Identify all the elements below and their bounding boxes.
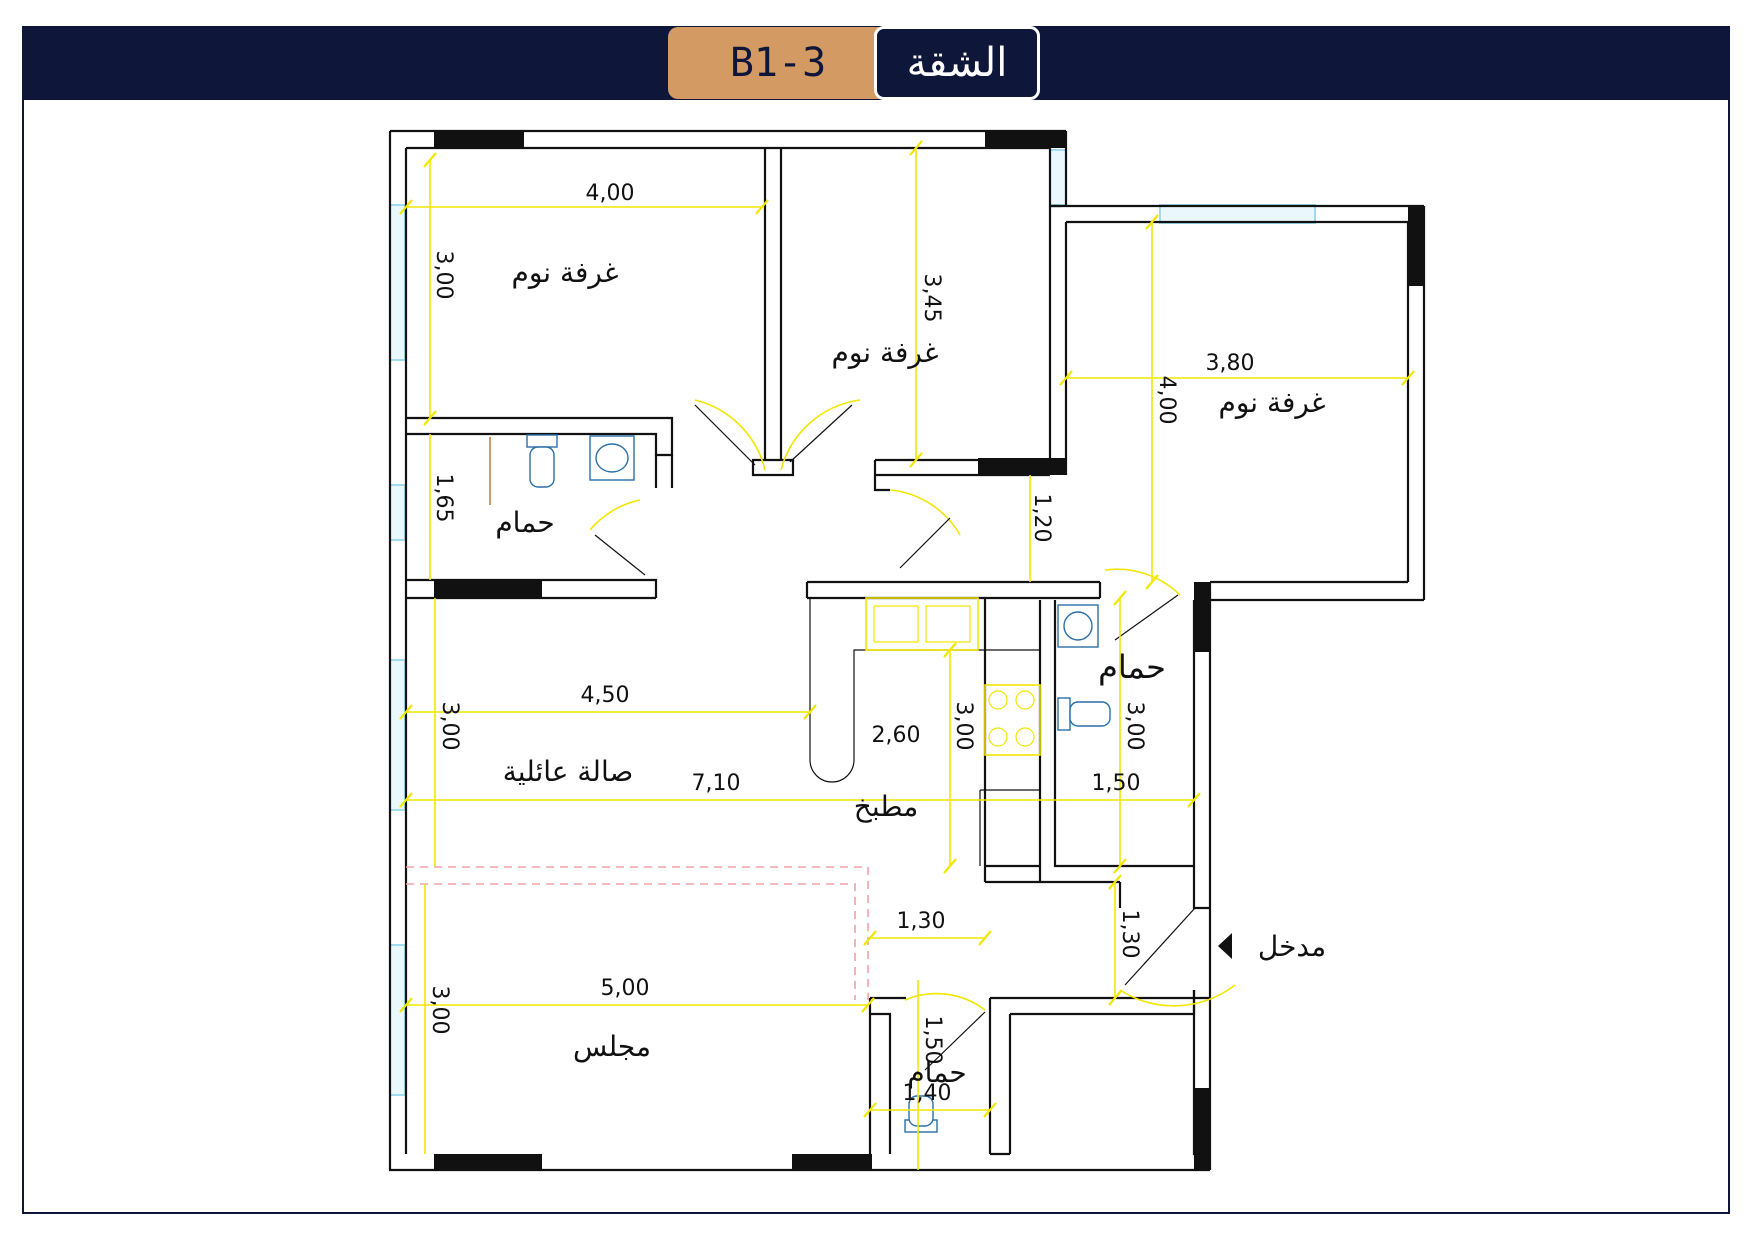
dim-bath2-width: 1,50 <box>1092 771 1141 796</box>
kitchen-fixtures <box>809 597 1041 866</box>
dim-kitchen-width: 2,60 <box>872 723 921 748</box>
room-label-bathroom-3: حمام <box>907 1056 966 1089</box>
room-label-bedroom-1: غرفة نوم <box>512 256 619 289</box>
room-labels: غرفة نوم غرفة نوم غرفة نوم حمام حمام صال… <box>495 256 1326 1089</box>
dimension-ticks <box>399 140 1415 1118</box>
sink-icon <box>589 435 635 481</box>
unit-code-badge: B1-3 <box>668 27 888 99</box>
dim-hall-width: 4,50 <box>581 683 630 708</box>
room-label-kitchen: مطبخ <box>854 790 919 823</box>
majlis-dashed-outline <box>406 866 869 1000</box>
room-label-family-hall: صالة عائلية <box>503 755 634 788</box>
room-label-majlis: مجلس <box>573 1030 651 1063</box>
dim-bed1-height: 3,00 <box>431 251 456 300</box>
room-label-bedroom-3: غرفة نوم <box>1219 386 1326 419</box>
dim-majlis-width: 5,00 <box>601 976 650 1001</box>
dim-bath3-height: 1,50 <box>920 1016 945 1065</box>
dim-bed2-height: 3,45 <box>919 274 944 323</box>
solid-walls <box>434 131 1424 1170</box>
dim-hall-height: 3,00 <box>437 702 462 751</box>
dimension-lines <box>406 148 1408 1170</box>
dim-entrance-height: 1,30 <box>1117 910 1142 959</box>
room-label-bathroom-1: حمام <box>495 506 554 539</box>
dim-bath2-height: 3,00 <box>1122 702 1147 751</box>
dimension-labels: 4,00 3,00 3,45 3,80 4,00 1,65 1,20 4,50 … <box>427 181 1254 1106</box>
dim-bed3-height: 4,00 <box>1154 376 1179 425</box>
room-label-bathroom-2: حمام <box>1098 648 1166 686</box>
dim-corridor-height: 1,20 <box>1029 494 1054 543</box>
bath-fixtures <box>526 434 1111 1133</box>
dim-total-width: 7,10 <box>692 771 741 796</box>
room-label-bedroom-2: غرفة نوم <box>832 336 939 369</box>
stove-icon <box>988 690 1008 710</box>
doors <box>589 399 1236 1071</box>
dim-bed1-width: 4,00 <box>586 181 635 206</box>
dim-passage-width: 1,30 <box>897 909 946 934</box>
unit-label-badge: الشقة <box>874 26 1040 100</box>
toilet-icon <box>526 434 558 488</box>
entrance-arrow-icon <box>1218 933 1232 959</box>
dim-bath3-width: 1,40 <box>903 1081 952 1106</box>
room-label-entrance: مدخل <box>1258 930 1326 963</box>
windows <box>389 149 1316 1096</box>
dim-bed3-width: 3,80 <box>1206 351 1255 376</box>
dim-majlis-height: 3,00 <box>427 986 452 1035</box>
dim-kitchen-height: 3,00 <box>951 702 976 751</box>
dim-bath1-height: 1,65 <box>431 474 456 523</box>
